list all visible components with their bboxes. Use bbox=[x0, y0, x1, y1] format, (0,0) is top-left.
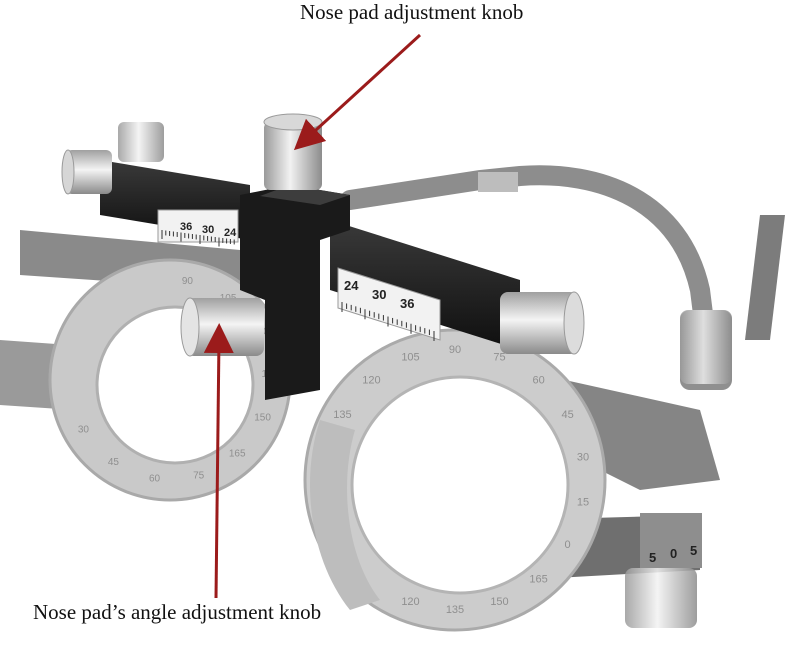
dial-label: 60 bbox=[532, 374, 544, 386]
dial-label: 90 bbox=[449, 344, 461, 356]
dial-label: 75 bbox=[493, 352, 505, 364]
dial-label: 45 bbox=[108, 457, 120, 468]
bridge-bar-right: 24 30 36 bbox=[330, 220, 520, 350]
slider-scale-label: 5 bbox=[690, 543, 697, 558]
dial-label: 45 bbox=[561, 409, 573, 421]
dial-label: 165 bbox=[229, 449, 246, 460]
slider-scale-label: 5 bbox=[649, 550, 656, 565]
left-scale-label: 36 bbox=[180, 221, 192, 233]
back-knob bbox=[118, 122, 164, 162]
arrow-to-angle-knob bbox=[203, 323, 234, 599]
nose-pad-knob-label: Nose pad adjustment knob bbox=[300, 0, 524, 24]
dial-label: 135 bbox=[333, 409, 351, 421]
dial-label: 150 bbox=[490, 596, 508, 608]
left-lens-dial: 9010512013515016575604530 bbox=[48, 258, 292, 502]
dial-label: 120 bbox=[362, 374, 380, 386]
arrow-to-nose-pad-knob bbox=[293, 33, 422, 151]
dial-label: 0 bbox=[565, 539, 571, 551]
left-scale-label: 24 bbox=[224, 227, 237, 239]
nose-pad-knob bbox=[263, 113, 323, 190]
right-scale-label: 36 bbox=[400, 296, 414, 311]
left-end-knob bbox=[61, 149, 112, 195]
left-scale-label: 30 bbox=[202, 224, 214, 236]
dial-label: 150 bbox=[254, 412, 271, 423]
dial-label: 30 bbox=[577, 451, 589, 463]
slider-scale-label: 0 bbox=[670, 546, 677, 561]
dial-label: 165 bbox=[529, 574, 547, 586]
right-scale-label: 24 bbox=[344, 278, 359, 293]
angle-knob-label: Nose pad’s angle adjustment knob bbox=[33, 600, 322, 624]
dial-label: 90 bbox=[182, 276, 194, 287]
bridge-bar-left: 36 30 24 bbox=[100, 160, 250, 247]
dial-label: 135 bbox=[446, 604, 464, 616]
dial-label: 15 bbox=[577, 497, 589, 509]
angle-adjustment-knob bbox=[180, 297, 264, 357]
lower-right-knob bbox=[625, 568, 697, 628]
right-end-knob bbox=[500, 291, 585, 355]
dial-label: 75 bbox=[193, 470, 205, 481]
pd-slider-scale: 5 0 5 bbox=[649, 543, 697, 565]
dial-label: 120 bbox=[401, 596, 419, 608]
right-scale-label: 30 bbox=[372, 287, 386, 302]
temple-knob bbox=[680, 310, 732, 384]
dial-label: 105 bbox=[401, 352, 419, 364]
dial-label: 30 bbox=[78, 425, 90, 436]
dial-label: 60 bbox=[149, 473, 161, 484]
